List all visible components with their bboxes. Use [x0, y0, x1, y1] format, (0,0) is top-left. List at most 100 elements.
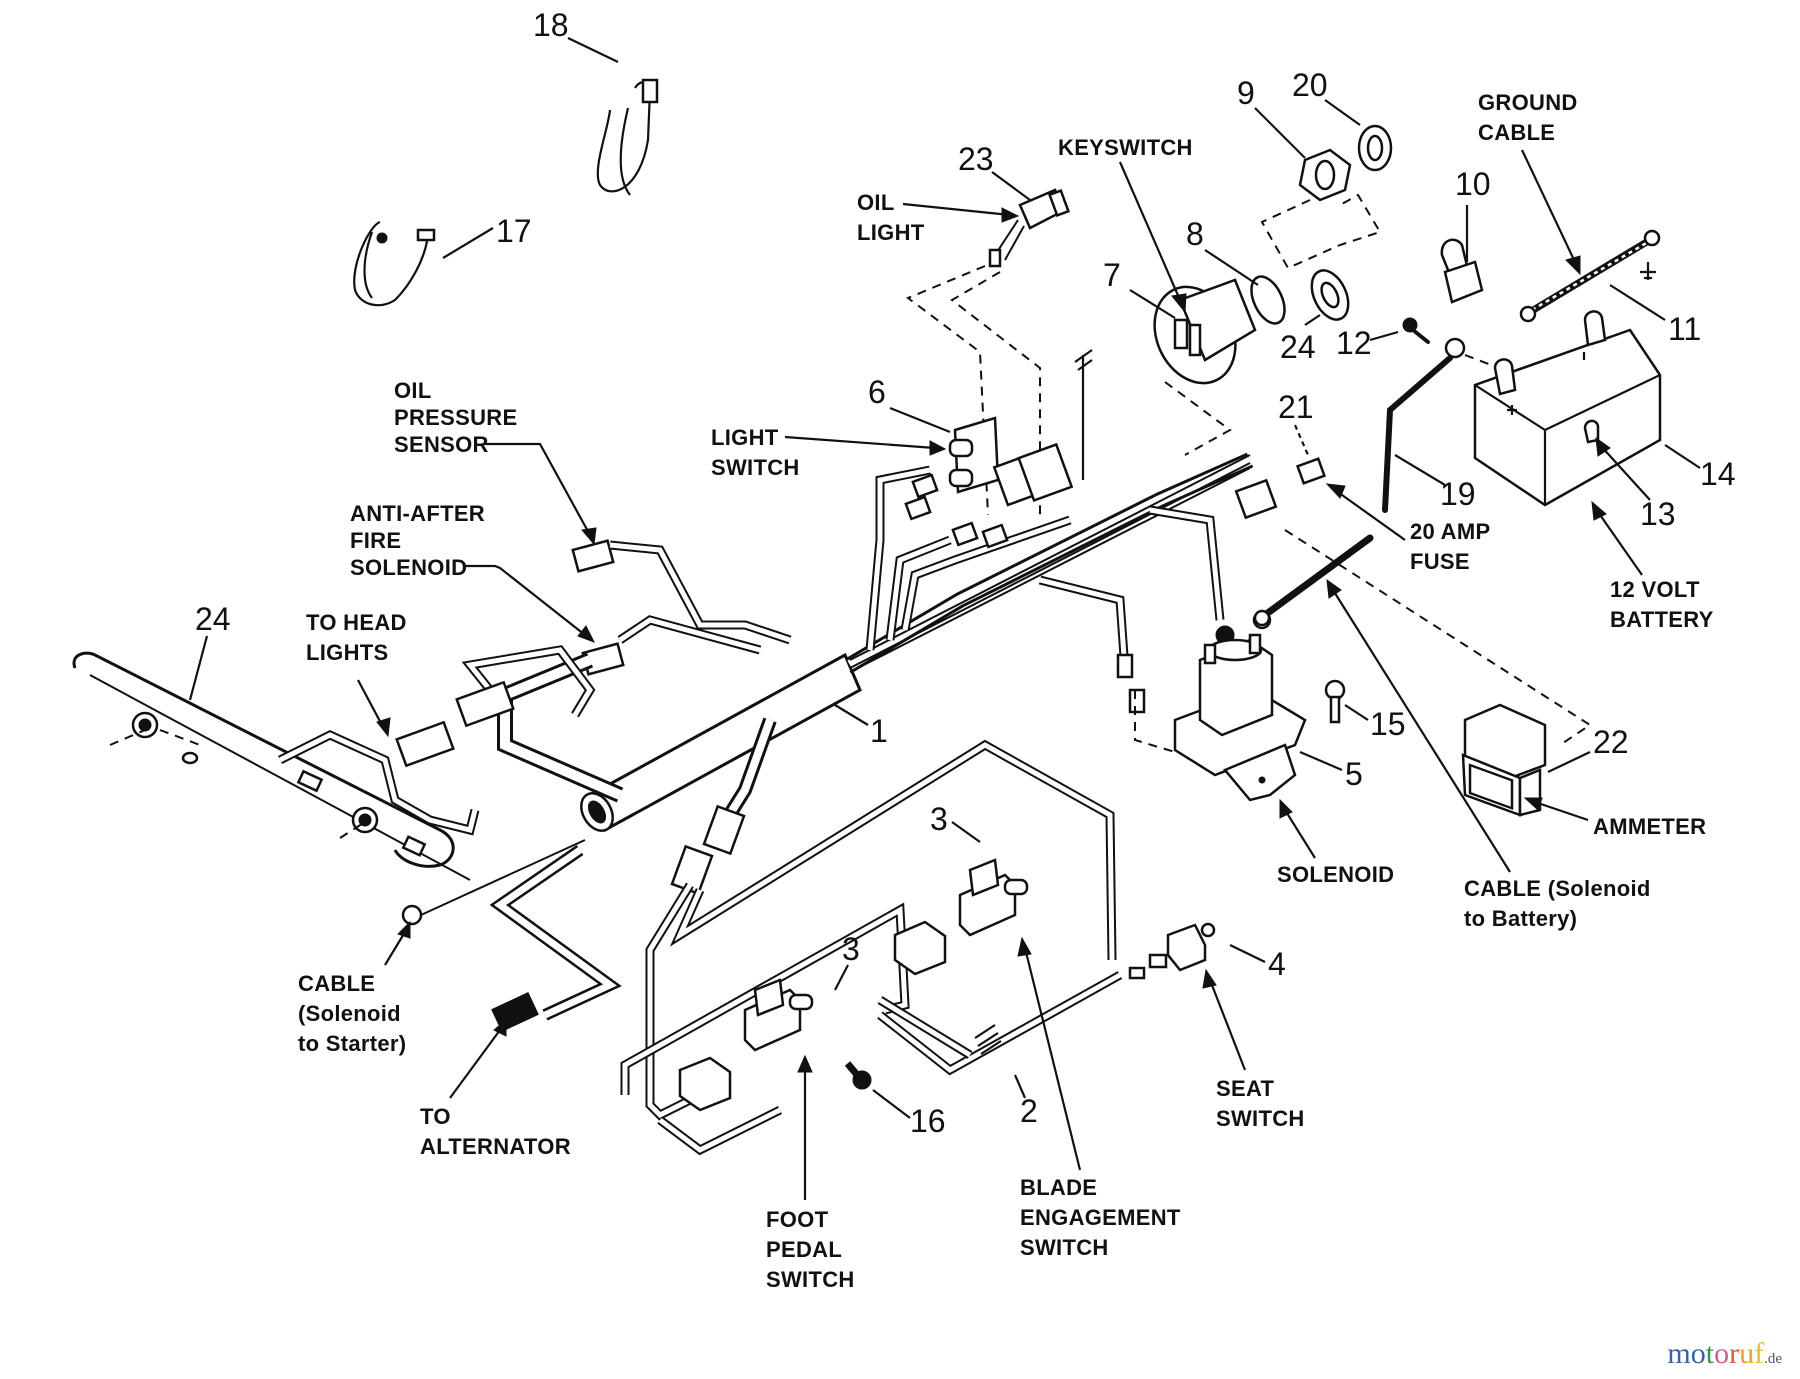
callout-4: 4 [1268, 946, 1286, 982]
callout-7: 7 [1103, 257, 1121, 293]
logo-letter: o [1690, 1337, 1706, 1370]
leader-24-top [1304, 314, 1321, 326]
callout-2: 2 [1020, 1093, 1038, 1129]
part-11-ground-cable [1519, 229, 1661, 323]
callout-23: 23 [958, 141, 994, 177]
callout-17: 17 [496, 213, 532, 249]
label-ammeter: AMMETER [1593, 814, 1706, 839]
fuse-holder-connector [1234, 478, 1278, 520]
callout-21: 21 [1278, 389, 1314, 425]
arrow-starter-cable [384, 931, 406, 966]
part-1-main-harness [461, 442, 1327, 833]
arrow-head [1595, 436, 1611, 457]
arrow-ammeter [1534, 800, 1589, 822]
leader-18 [567, 37, 619, 63]
harness-plug [670, 717, 777, 896]
leader-13 [1599, 444, 1651, 501]
part-6-light-switch [948, 416, 1000, 494]
part-23-oil-light [988, 188, 1071, 268]
leader-20 [1324, 99, 1361, 126]
dashed-line [1284, 529, 1592, 746]
leader-oil-pressure-sensor [485, 442, 591, 536]
leader-1 [834, 704, 869, 726]
arrow-head [1565, 255, 1581, 276]
callout-14: 14 [1700, 456, 1736, 492]
arrow-light-switch [784, 435, 936, 450]
watermark-logo: motoruf.de [1667, 1337, 1782, 1371]
arrow-to-alternator [449, 1029, 501, 1099]
leader-anti-after-fire [465, 564, 586, 636]
arrow-head [1279, 798, 1293, 819]
callout-15: 15 [1370, 706, 1406, 742]
part-17-clip [353, 220, 436, 307]
leader-22 [1547, 751, 1591, 773]
callout-10: 10 [1455, 166, 1491, 202]
logo-letter: t [1705, 1337, 1715, 1370]
callout-8: 8 [1186, 216, 1204, 252]
callout-16: 16 [910, 1103, 946, 1139]
leader-3-lower [834, 964, 849, 991]
leader-19 [1394, 454, 1446, 486]
leader-15 [1344, 704, 1369, 721]
arrow-head [1001, 207, 1020, 223]
arrow-head [929, 440, 947, 456]
arrow-seat-switch [1208, 979, 1247, 1071]
arrow-head [1017, 936, 1032, 957]
leader-12 [1369, 330, 1399, 342]
arrow-head [1523, 797, 1543, 811]
leader-6 [889, 406, 951, 434]
leader-3-top [951, 821, 981, 843]
cable-solenoid-to-battery [1253, 534, 1374, 627]
leader-8 [1204, 249, 1259, 286]
part-7-keyswitch [1153, 275, 1286, 385]
part-10-terminal-boot [1440, 238, 1484, 304]
arrow-solenoid [1284, 809, 1316, 859]
arrow-to-head-lights [357, 679, 384, 728]
callout-20: 20 [1292, 67, 1328, 103]
arrow-cable-solenoid-battery [1332, 589, 1511, 873]
arrow-head [1202, 968, 1217, 989]
dashed-assembly [1260, 193, 1382, 270]
arrow-head [1325, 483, 1346, 499]
callout-3-lower: 3 [842, 931, 860, 967]
arrow-oil-light [902, 202, 1011, 217]
leader-14 [1664, 444, 1701, 469]
arrow-head [577, 625, 596, 643]
part-22-ammeter [1461, 703, 1547, 817]
dashed-oil-light-wire [905, 265, 1041, 520]
dashed-line [1134, 690, 1176, 753]
arrow-head [797, 1054, 813, 1073]
arrow-blade-switch [1023, 947, 1082, 1171]
logo-letter: f [1754, 1337, 1765, 1370]
arrow-head [581, 527, 597, 546]
arrow-head [376, 717, 391, 738]
callout-6: 6 [868, 374, 886, 410]
leader-21 [1293, 424, 1310, 456]
part-12-screw [1402, 317, 1430, 344]
ground-symbol [1074, 349, 1093, 480]
callout-24-top: 24 [1280, 329, 1316, 365]
leader-5 [1299, 750, 1343, 772]
arrow-head [1591, 500, 1607, 521]
callout-18: 18 [533, 7, 569, 43]
part-21-fuse [1295, 457, 1327, 485]
part-2-sub-harness [620, 739, 1216, 1156]
headlight-connector-a [395, 720, 455, 768]
part-18-wire-clip [596, 78, 659, 196]
part-16-screw [844, 1061, 872, 1090]
arrow-head [493, 1018, 507, 1037]
arrow-ground-cable [1521, 149, 1576, 263]
callout-1: 1 [870, 713, 888, 749]
part-14-battery [1473, 310, 1662, 507]
